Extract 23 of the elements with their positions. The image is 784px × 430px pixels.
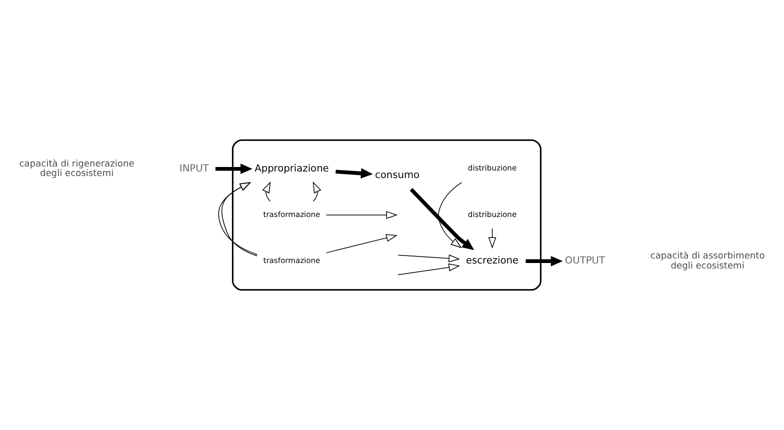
arrow — [398, 263, 460, 276]
node-text: consumo — [375, 170, 420, 182]
arrow — [326, 211, 398, 219]
arrow — [410, 188, 474, 250]
node-text: escrezione — [466, 256, 519, 267]
node-text: distribuzione — [468, 164, 517, 173]
node-text: trasformazione — [263, 210, 320, 219]
node-text: Appropriazione — [254, 163, 329, 174]
arrow — [398, 254, 460, 262]
label: capacità di assorbimento degli ecosistemi — [650, 252, 765, 272]
arrow — [262, 182, 271, 202]
cluster — [232, 139, 542, 291]
node-text: distribuzione — [468, 210, 517, 219]
arrow — [336, 168, 373, 179]
arrow — [326, 234, 398, 254]
arrow — [312, 182, 322, 202]
arrow — [526, 256, 563, 266]
arrow — [215, 164, 252, 174]
arrow — [438, 182, 462, 248]
node-text: trasformazione — [263, 256, 320, 266]
node-text: OUTPUT — [564, 256, 606, 267]
node-text: INPUT — [179, 163, 209, 174]
label: capacità di rigenerazione degli ecosistemi — [19, 159, 134, 180]
